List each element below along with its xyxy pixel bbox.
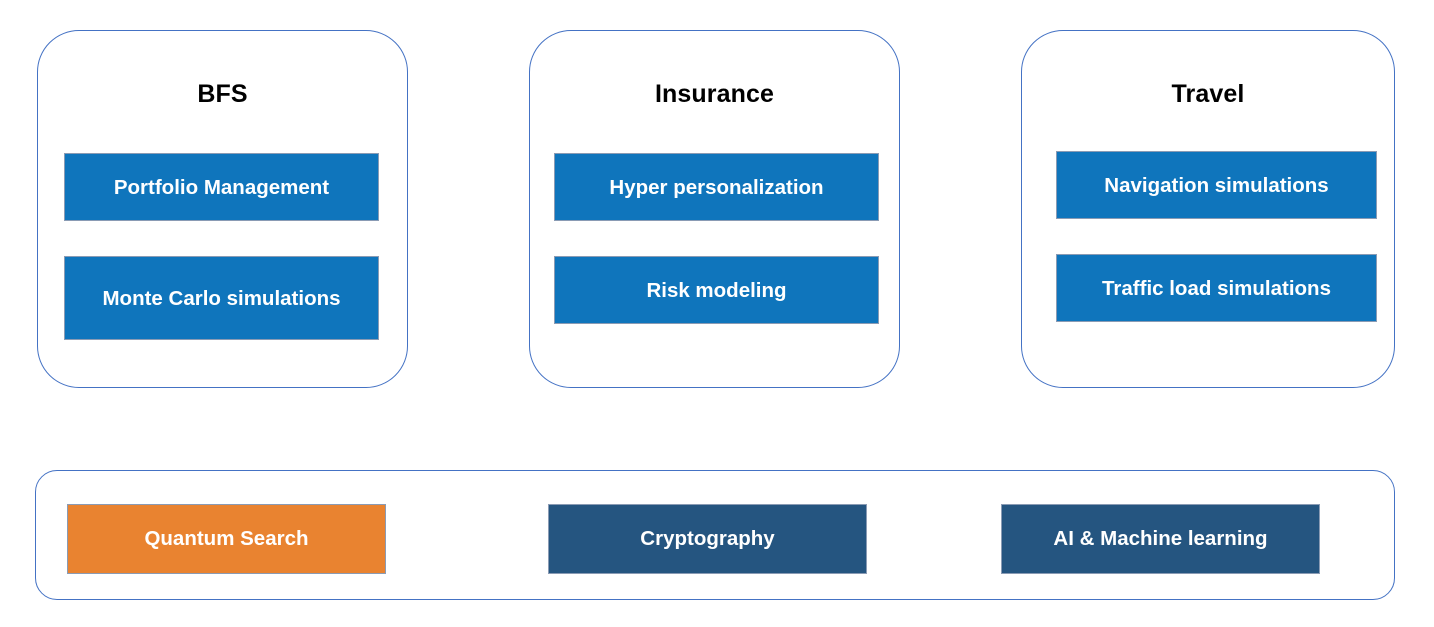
domain-item-box[interactable]: Traffic load simulations [1056,254,1377,322]
domain-card-bfs[interactable]: BFS Portfolio Management Monte Carlo sim… [37,30,408,388]
foundation-technology-bar: Quantum Search Cryptography AI & Machine… [35,470,1395,600]
domain-card-travel[interactable]: Travel Navigation simulations Traffic lo… [1021,30,1395,388]
domain-card-title: BFS [197,80,248,108]
technology-box-cryptography[interactable]: Cryptography [548,504,867,574]
domain-card-title: Travel [1171,80,1245,108]
technology-box-ai-machine-learning[interactable]: AI & Machine learning [1001,504,1320,574]
technology-box-quantum-search[interactable]: Quantum Search [67,504,386,574]
domain-card-row: BFS Portfolio Management Monte Carlo sim… [37,30,1395,388]
domain-item-box[interactable]: Monte Carlo simulations [64,256,379,340]
domain-item-box[interactable]: Risk modeling [554,256,879,324]
domain-item-box[interactable]: Navigation simulations [1056,151,1377,219]
domain-card-title: Insurance [654,80,774,108]
domain-card-insurance[interactable]: Insurance Hyper personalization Risk mod… [529,30,900,388]
domain-item-box[interactable]: Hyper personalization [554,153,879,221]
domain-item-box[interactable]: Portfolio Management [64,153,379,221]
